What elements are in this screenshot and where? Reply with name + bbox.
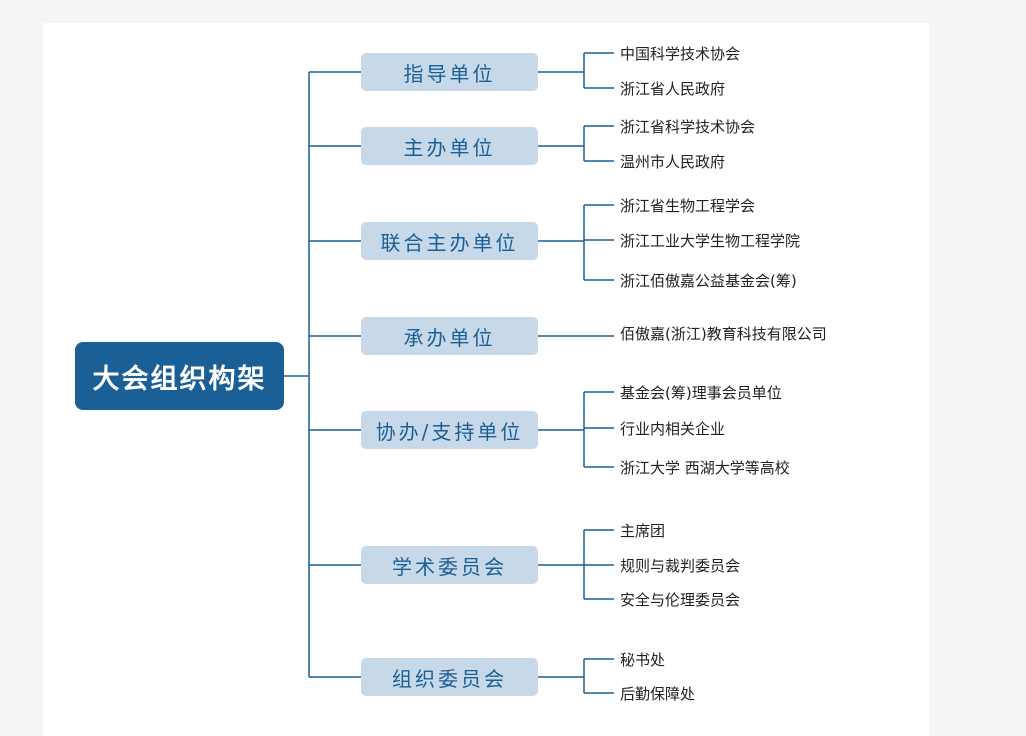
leaf-item: 浙江大学 西湖大学等高校 <box>620 459 790 477</box>
category-node-support: 协办/支持单位 <box>361 411 538 449</box>
category-node-co-host: 联合主办单位 <box>361 222 538 260</box>
leaf-item: 中国科学技术协会 <box>620 45 741 63</box>
root-label: 大会组织构架 <box>92 363 267 395</box>
leaf-item: 浙江工业大学生物工程学院 <box>620 232 801 250</box>
category-node-organizer: 承办单位 <box>361 317 538 355</box>
category-label: 联合主办单位 <box>380 230 519 255</box>
leaf-item: 温州市人民政府 <box>620 153 726 171</box>
leaf-item: 秘书处 <box>620 651 666 669</box>
leaf-item: 后勤保障处 <box>620 685 696 703</box>
leaf-item: 浙江佰傲嘉公益基金会(筹) <box>620 272 797 290</box>
leaf-item: 浙江省人民政府 <box>620 80 726 98</box>
category-node-organizing-committee: 组织委员会 <box>361 658 538 696</box>
leaf-item: 主席团 <box>620 522 666 540</box>
root-node: 大会组织构架 <box>75 342 284 410</box>
category-label: 学术委员会 <box>392 554 507 579</box>
category-node-guidance: 指导单位 <box>361 53 538 91</box>
leaf-item: 基金会(筹)理事会员单位 <box>620 384 782 402</box>
category-label: 承办单位 <box>403 325 496 350</box>
leaf-item: 浙江省生物工程学会 <box>620 197 756 215</box>
leaf-item: 行业内相关企业 <box>620 420 726 438</box>
leaf-item: 安全与伦理委员会 <box>620 591 741 609</box>
leaf-item: 浙江省科学技术协会 <box>620 118 756 136</box>
category-label: 组织委员会 <box>392 666 507 691</box>
category-label: 指导单位 <box>403 61 496 86</box>
category-node-host: 主办单位 <box>361 127 538 165</box>
category-node-academic-committee: 学术委员会 <box>361 546 538 584</box>
category-label: 协办/支持单位 <box>375 419 524 444</box>
category-label: 主办单位 <box>403 135 496 160</box>
leaf-item: 规则与裁判委员会 <box>620 557 741 575</box>
leaf-item: 佰傲嘉(浙江)教育科技有限公司 <box>620 325 827 343</box>
